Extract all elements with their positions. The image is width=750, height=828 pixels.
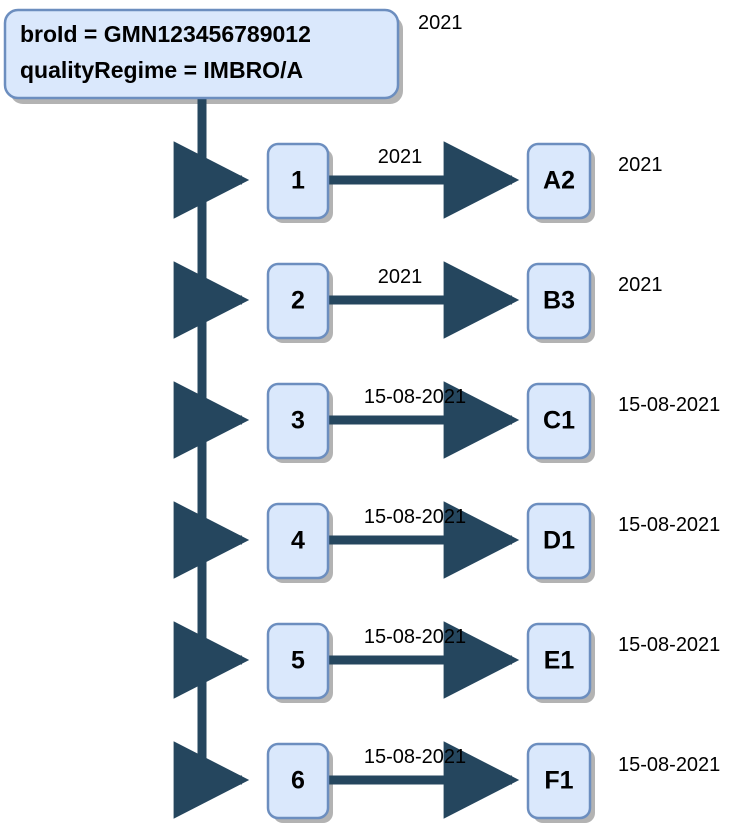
diagram-row: 4 15-08-2021 D1 15-08-2021 bbox=[266, 502, 720, 580]
diagram-row: 3 15-08-2021 C1 15-08-2021 bbox=[266, 382, 720, 460]
target-node-label: D1 bbox=[543, 527, 575, 555]
row-side-label: 15-08-2021 bbox=[618, 754, 720, 776]
target-node-label: A2 bbox=[543, 167, 575, 195]
target-node-label: B3 bbox=[543, 287, 575, 315]
header-line-broid: broId = GMN123456789012 bbox=[20, 21, 311, 47]
edge-label: 2021 bbox=[378, 266, 423, 288]
source-node-3[interactable]: 3 bbox=[266, 382, 330, 460]
branch-connector-6 bbox=[173, 741, 250, 819]
source-node-1[interactable]: 1 bbox=[266, 142, 330, 220]
target-node-label: C1 bbox=[543, 407, 575, 435]
branch-connector-2 bbox=[173, 261, 250, 339]
target-node-c1[interactable]: C1 bbox=[526, 382, 592, 460]
row-side-label: 15-08-2021 bbox=[618, 394, 720, 416]
row-side-label: 2021 bbox=[618, 274, 663, 296]
header-node[interactable]: broId = GMN123456789012 qualityRegime = … bbox=[3, 8, 400, 100]
header-node-box[interactable] bbox=[3, 8, 400, 100]
target-node-d1[interactable]: D1 bbox=[526, 502, 592, 580]
source-node-label: 4 bbox=[291, 527, 305, 555]
target-node-box[interactable] bbox=[526, 742, 592, 820]
target-node-b3[interactable]: B3 bbox=[526, 262, 592, 340]
branch-connector-1 bbox=[173, 141, 250, 219]
edge-label: 15-08-2021 bbox=[364, 386, 466, 408]
source-node-label: 5 bbox=[291, 647, 305, 675]
header-side-label: 2021 bbox=[418, 12, 463, 34]
source-node-label: 3 bbox=[291, 407, 305, 435]
edge-label: 15-08-2021 bbox=[364, 626, 466, 648]
target-node-label: E1 bbox=[544, 647, 575, 675]
connector-layer bbox=[173, 98, 520, 819]
source-node-6[interactable]: 6 bbox=[266, 742, 330, 820]
source-node-2[interactable]: 2 bbox=[266, 262, 330, 340]
row-side-label: 15-08-2021 bbox=[618, 634, 720, 656]
source-node-label: 6 bbox=[291, 767, 305, 795]
source-node-box[interactable] bbox=[266, 382, 330, 460]
row-side-label: 2021 bbox=[618, 154, 663, 176]
header-line-qualityregime: qualityRegime = IMBRO/A bbox=[20, 57, 303, 83]
source-node-box[interactable] bbox=[266, 142, 330, 220]
branch-connector-4 bbox=[173, 501, 250, 579]
target-node-box[interactable] bbox=[526, 502, 592, 580]
branch-connector-5 bbox=[173, 621, 250, 699]
branch-connector-3 bbox=[173, 381, 250, 459]
edge-label: 2021 bbox=[378, 146, 423, 168]
diagram-row: 1 2021 A2 2021 bbox=[266, 142, 663, 220]
target-node-box[interactable] bbox=[526, 142, 592, 220]
source-node-box[interactable] bbox=[266, 262, 330, 340]
diagram-row: 5 15-08-2021 E1 15-08-2021 bbox=[266, 622, 720, 700]
edge-label: 15-08-2021 bbox=[364, 746, 466, 768]
source-node-4[interactable]: 4 bbox=[266, 502, 330, 580]
target-node-label: F1 bbox=[544, 767, 573, 795]
source-node-label: 2 bbox=[291, 287, 305, 315]
target-node-box[interactable] bbox=[526, 262, 592, 340]
edge-label: 15-08-2021 bbox=[364, 506, 466, 528]
diagram-row: 2 2021 B3 2021 bbox=[266, 262, 663, 340]
row-side-label: 15-08-2021 bbox=[618, 514, 720, 536]
target-node-box[interactable] bbox=[526, 382, 592, 460]
source-node-5[interactable]: 5 bbox=[266, 622, 330, 700]
target-node-a2[interactable]: A2 bbox=[526, 142, 592, 220]
diagram-row: 6 15-08-2021 F1 15-08-2021 bbox=[266, 742, 720, 820]
source-node-box[interactable] bbox=[266, 622, 330, 700]
source-node-box[interactable] bbox=[266, 742, 330, 820]
target-node-box[interactable] bbox=[526, 622, 592, 700]
target-node-f1[interactable]: F1 bbox=[526, 742, 592, 820]
target-node-e1[interactable]: E1 bbox=[526, 622, 592, 700]
source-node-box[interactable] bbox=[266, 502, 330, 580]
source-node-label: 1 bbox=[291, 167, 305, 195]
